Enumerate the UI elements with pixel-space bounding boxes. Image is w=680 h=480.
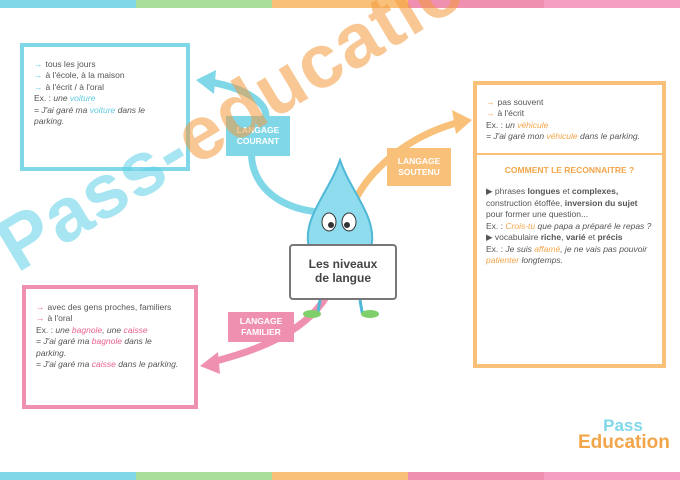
title-line-1: Les niveaux xyxy=(308,257,378,272)
recognize-bullet-1: ▶ phrases longues et complexes,construct… xyxy=(486,186,638,220)
familier-sentence-1: = J'ai garé ma bagnole dans le parking. xyxy=(36,336,152,358)
arrow-head-soutenu xyxy=(452,110,472,134)
courant-example: Ex. : une voiture xyxy=(34,93,96,104)
recognize-example-3: Ex. : Je suis affamé, je ne vais pas pou… xyxy=(486,243,648,266)
familier-box: →avec des gens proches, familiers →à l'o… xyxy=(22,285,198,409)
arrow-head-familier xyxy=(200,352,220,374)
familier-item: avec des gens proches, familiers xyxy=(47,302,172,312)
arrow-glyph: → xyxy=(34,81,43,92)
courant-item: à l'écrit / à l'oral xyxy=(45,81,105,92)
courant-item: tous les jours xyxy=(45,59,96,69)
arrow-glyph: → xyxy=(486,97,495,107)
soutenu-example: Ex. : un véhicule xyxy=(486,119,549,130)
courant-box: →tous les jours →à l'école, à la maison … xyxy=(20,43,190,171)
pass-education-logo: Pass Education xyxy=(578,416,670,454)
triangle-bullet-icon: ▶ xyxy=(486,232,495,243)
soutenu-item: à l'écrit xyxy=(497,108,525,119)
water-drop-mascot xyxy=(303,156,379,318)
top-color-stripe xyxy=(0,0,680,8)
title-line-2: de langue xyxy=(314,271,371,285)
arrow-glyph: → xyxy=(486,108,495,119)
triangle-bullet-icon: ▶ xyxy=(486,186,495,197)
arrow-head-courant xyxy=(196,70,216,94)
divider xyxy=(477,152,662,155)
recognize-bullet-2: ▶ vocabulaire riche, varié et précis xyxy=(486,232,623,243)
arrow-glyph: → xyxy=(36,313,45,324)
soutenu-item: pas souvent xyxy=(497,97,544,107)
arrow-glyph: → xyxy=(34,59,43,69)
familier-sentence-2: = J'ai garé ma caisse dans le parking. xyxy=(36,359,179,370)
soutenu-box: →pas souvent →à l'écrit Ex. : un véhicul… xyxy=(473,81,666,368)
familier-example: Ex. : une bagnole, une caisse xyxy=(36,324,148,335)
arrow-glyph: → xyxy=(36,302,45,312)
courant-item: à l'école, à la maison xyxy=(45,70,125,81)
bottom-color-stripe xyxy=(0,472,680,480)
courant-sentence: = J'ai garé ma voiture dans le parking. xyxy=(34,104,146,127)
familier-item: à l'oral xyxy=(47,313,73,324)
arrow-glyph: → xyxy=(34,70,43,81)
soutenu-sentence: = J'ai garé mon véhicule dans le parking… xyxy=(486,131,641,142)
recognize-title: COMMENT LE RECONNAITRE ? xyxy=(504,164,635,175)
recognize-example-2: Ex. : Crois-tu que papa a préparé le rep… xyxy=(486,220,652,231)
